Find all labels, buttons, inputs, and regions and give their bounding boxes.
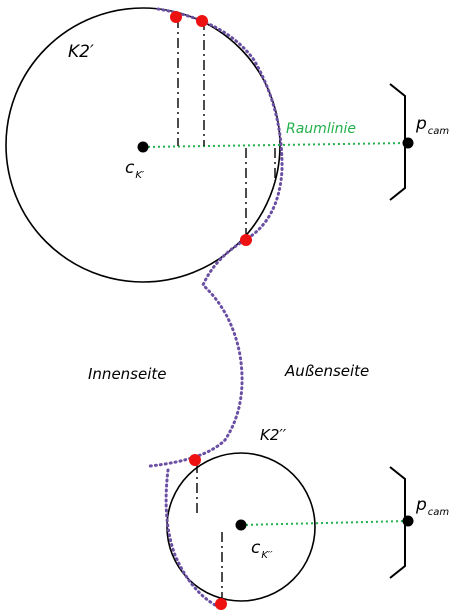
contact-point-5 xyxy=(215,598,227,610)
contact-point-2 xyxy=(196,15,208,27)
center-lower-base: c xyxy=(251,538,261,558)
center-upper-base: c xyxy=(125,158,135,178)
camera-upper-base: p xyxy=(416,114,427,134)
sight-line-lower xyxy=(240,520,409,526)
center-lower-sub: K′′ xyxy=(261,550,273,561)
contact-point-3 xyxy=(240,234,252,246)
center-point-lower xyxy=(235,519,247,531)
camera-upper-sub: cam xyxy=(427,126,450,137)
trajectory-path-lower xyxy=(164,468,217,607)
camera-lower-base: p xyxy=(416,495,427,515)
camera-lower-label: pcam xyxy=(416,497,449,518)
camera-point-lower xyxy=(402,515,414,527)
circle-lower-label: K2′′ xyxy=(260,426,287,444)
trajectory-path xyxy=(148,7,284,468)
raumlinie-label: Raumlinie xyxy=(286,121,356,137)
contact-point-1 xyxy=(170,11,182,23)
center-upper-label: cK′ xyxy=(125,160,144,181)
circle-upper-label: K2′ xyxy=(68,42,94,62)
center-upper-sub: K′ xyxy=(135,170,145,181)
camera-point-upper xyxy=(402,137,414,149)
camera-upper-label: pcam xyxy=(416,116,449,137)
center-point-upper xyxy=(137,141,149,153)
camera-lower-sub: cam xyxy=(427,507,450,518)
contact-point-4 xyxy=(189,454,201,466)
innenseite-label: Innenseite xyxy=(88,365,167,383)
aussenseite-label: Außenseite xyxy=(285,362,370,380)
sight-line-upper xyxy=(142,142,409,148)
center-lower-label: cK′′ xyxy=(251,540,272,561)
